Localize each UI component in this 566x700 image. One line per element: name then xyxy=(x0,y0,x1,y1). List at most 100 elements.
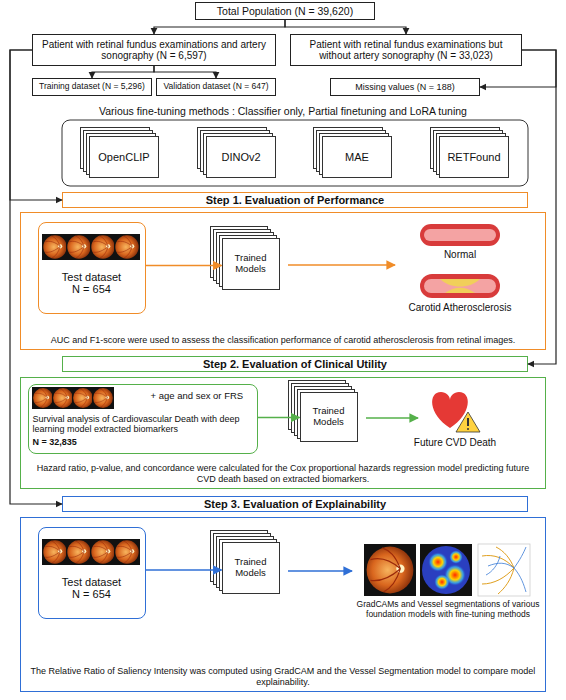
segmented-vessels xyxy=(482,547,514,594)
node-text: AUC and F1-score were used to assess the… xyxy=(27,335,539,345)
flow-arrow xyxy=(288,570,352,572)
fundus-image xyxy=(42,234,68,260)
fundus-image xyxy=(66,539,92,565)
heatmap-background xyxy=(420,544,472,596)
step-header: Step 2. Evaluation of Clinical Utility xyxy=(62,356,528,372)
node-text: Hazard ratio, p-value, and concordance w… xyxy=(27,463,539,484)
fundus-image xyxy=(90,234,116,260)
artery-lumen xyxy=(424,279,496,293)
warning-mark xyxy=(467,428,469,430)
fundus-image xyxy=(52,387,74,409)
node-text: Step 3. Evaluation of Explainability xyxy=(204,498,386,511)
fundus-image xyxy=(92,387,114,409)
vessel-segmentation xyxy=(478,544,530,596)
flow-arrow xyxy=(366,417,418,419)
node-text: Total Population (N = 39,620) xyxy=(217,5,353,17)
segmented-vessels xyxy=(486,547,526,592)
heart-icon xyxy=(432,392,468,428)
fundus-image xyxy=(364,544,416,596)
dataset-box: Training dataset (N = 5,296) xyxy=(32,78,152,96)
dataset-box: Missing values (N = 188) xyxy=(330,78,480,96)
flow-arrow xyxy=(288,264,395,266)
warning-mark xyxy=(467,418,469,426)
plaque xyxy=(440,279,480,287)
artery-wall xyxy=(420,274,500,298)
card-layer xyxy=(222,542,279,593)
fundus-image xyxy=(114,234,140,260)
step-header: Step 3. Evaluation of Explainability xyxy=(62,496,528,512)
card-layer xyxy=(323,137,392,178)
card-layer xyxy=(207,137,276,178)
heat-spot xyxy=(444,564,466,586)
count-box: Total Population (N = 39,620) xyxy=(195,2,375,20)
node-text: Training dataset (N = 5,296) xyxy=(39,82,145,92)
node-text: Trained Models xyxy=(225,557,277,579)
annotation-label: Carotid Atherosclerosis xyxy=(380,302,540,314)
annotation-label: Future CVD Death xyxy=(400,437,510,449)
fundus-image xyxy=(42,539,68,565)
gradcam-heatmap xyxy=(422,546,470,594)
model-stack: Trained Models xyxy=(222,238,280,290)
artery-lumen xyxy=(424,229,496,241)
flow-connector xyxy=(10,50,62,504)
fundus-image xyxy=(66,234,92,260)
flow-connector xyxy=(285,20,406,34)
node-text: N = 32,835 xyxy=(33,437,77,447)
step-header: Step 1. Evaluation of Performance xyxy=(62,192,528,208)
node-text: The Relative Ratio of Saliency Intensity… xyxy=(27,666,539,687)
cohort-box: Patient with retinal fundus examinations… xyxy=(32,34,276,66)
warning-icon xyxy=(456,412,480,432)
card-layer xyxy=(440,137,509,178)
flow-connector xyxy=(92,66,154,78)
model-card: RETFound xyxy=(439,136,509,178)
node-text: + age and sex or FRS xyxy=(151,391,251,402)
node-text: Trained Models xyxy=(225,253,277,275)
dataset-box: Test dataset N = 654 xyxy=(38,527,146,619)
node-text: Patient with retinal fundus examinations… xyxy=(36,39,272,62)
model-card: MAE xyxy=(322,136,392,178)
node-text: Test dataset N = 654 xyxy=(59,271,125,296)
heat-spot xyxy=(428,552,448,572)
flow-connector xyxy=(154,66,216,78)
model-stack: Trained Models xyxy=(300,392,358,442)
heat-spot xyxy=(434,574,450,590)
step-panel: Hazard ratio, p-value, and concordance w… xyxy=(20,377,546,489)
flow-connector xyxy=(154,20,285,34)
node-text: Patient with retinal fundus examinations… xyxy=(294,39,518,62)
card-layer xyxy=(300,392,357,441)
node-text: OpenCLIP xyxy=(98,151,149,164)
fundus-image xyxy=(114,539,140,565)
step-panel: AUC and F1-score were used to assess the… xyxy=(20,212,546,350)
flow-connector xyxy=(10,50,62,200)
card-layer xyxy=(90,137,159,178)
model-container xyxy=(62,120,528,186)
annotation-label: Normal xyxy=(420,249,500,261)
annotation-label: GradCAMs and Vessel segmentations of var… xyxy=(350,600,546,620)
heat-spot xyxy=(449,550,463,564)
node-text: MAE xyxy=(345,151,369,164)
model-card: OpenCLIP xyxy=(89,136,159,178)
cohort-box: Patient with retinal fundus examinations… xyxy=(290,34,522,66)
node-text: RETFound xyxy=(447,151,500,164)
plaque xyxy=(445,288,475,293)
node-text: Survival analysis of Cardiovascular Deat… xyxy=(33,414,251,435)
artery-wall xyxy=(420,224,500,246)
model-card: DINOv2 xyxy=(206,136,276,178)
fundus-image xyxy=(72,387,94,409)
dataset-box: Test dataset N = 654 xyxy=(38,222,146,314)
node-text: Test dataset N = 654 xyxy=(59,576,125,601)
node-text: Validation dataset (N = 647) xyxy=(164,82,269,92)
fundus-image xyxy=(32,387,54,409)
model-stack: Trained Models xyxy=(222,542,280,594)
dataset-box: Validation dataset (N = 647) xyxy=(156,78,276,96)
node-text: Step 1. Evaluation of Performance xyxy=(206,194,385,207)
node-text: Missing values (N = 188) xyxy=(355,82,454,92)
node-text: Step 2. Evaluation of Clinical Utility xyxy=(203,358,387,371)
dataset-box: + age and sex or FRS Survival analysis of… xyxy=(28,384,258,454)
fundus-image xyxy=(90,539,116,565)
node-text: Trained Models xyxy=(303,406,355,428)
annotation-label: Various fine-tuning methods : Classifier… xyxy=(40,105,526,117)
node-text: DINOv2 xyxy=(221,151,260,164)
card-layer xyxy=(222,238,279,289)
